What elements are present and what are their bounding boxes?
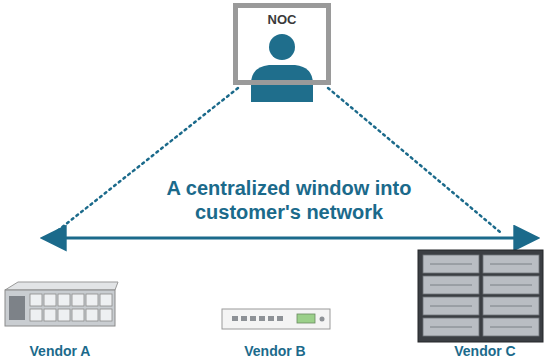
vendor-label: Vendor C xyxy=(432,343,538,359)
server-front xyxy=(5,290,115,326)
appliance-lcd xyxy=(297,314,315,323)
appliance xyxy=(222,309,330,329)
tagline-text: A centralized window into customer's net… xyxy=(167,177,412,223)
label-holder: A centralized window into customer's net… xyxy=(124,176,454,224)
chassis-body xyxy=(418,250,543,342)
blade-chassis xyxy=(418,250,543,342)
appliance-front xyxy=(222,309,330,329)
operator-icon xyxy=(251,34,313,102)
operator-head xyxy=(269,34,295,60)
server-lid xyxy=(5,282,118,290)
server-panel xyxy=(9,296,25,320)
appliance-ports xyxy=(232,316,283,321)
span-arrow xyxy=(64,237,516,240)
rack-server xyxy=(5,282,118,326)
monitor-frame: NOC xyxy=(233,3,331,85)
vendor-label: Vendor A xyxy=(10,343,110,359)
node-title: NOC xyxy=(238,8,326,27)
vendor-label: Vendor B xyxy=(225,343,325,359)
blades xyxy=(423,255,539,336)
blade-vents xyxy=(430,264,532,327)
appliance-button xyxy=(320,317,325,322)
drive-bays xyxy=(30,294,112,321)
